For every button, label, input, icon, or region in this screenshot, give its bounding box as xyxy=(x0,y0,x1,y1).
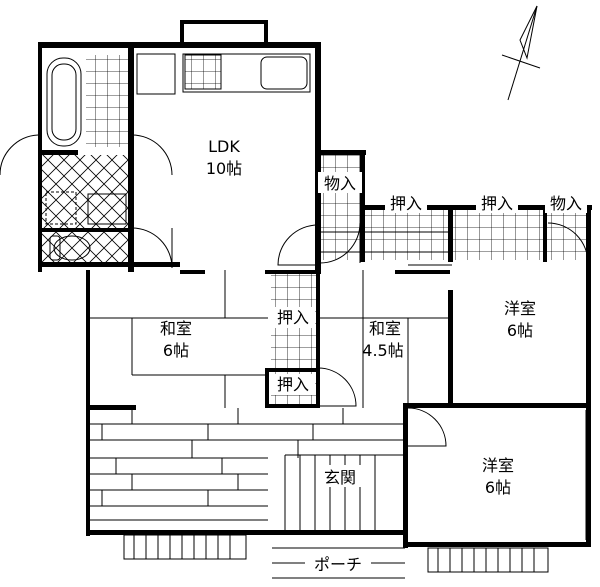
closet-ldk-label: 物入 xyxy=(324,174,356,193)
hall-floorboards xyxy=(89,408,405,533)
closet-right-label: 物入 xyxy=(550,194,582,213)
washitsu-6-size: 6帖 xyxy=(163,341,189,360)
bath-floor-tiles xyxy=(86,55,128,147)
stove-icon xyxy=(184,54,222,90)
washitsu-45-size: 4.5帖 xyxy=(362,341,403,360)
tatami-lines xyxy=(89,231,452,408)
ldk-label: LDK xyxy=(208,137,240,156)
oshiire-1-label: 押入 xyxy=(390,194,422,213)
walls xyxy=(38,20,592,548)
washitsu-45-label: 和室 xyxy=(369,319,401,338)
sink-icon xyxy=(260,56,308,90)
washbasin-icon xyxy=(87,193,127,225)
porch-label: ポーチ xyxy=(314,555,362,574)
room-labels: LDK 10帖 物入 押入 押入 物入 和室 6帖 押入 押入 和室 4.5帖 … xyxy=(160,137,587,574)
bathtub-icon xyxy=(46,57,82,147)
washer-space xyxy=(45,191,77,225)
ldk-size: 10帖 xyxy=(206,159,242,178)
oshiire-4-label: 押入 xyxy=(277,375,309,394)
oshiire-3-label: 押入 xyxy=(277,308,309,327)
youshitsu-lower-label: 洋室 xyxy=(482,456,514,475)
genkan-label: 玄関 xyxy=(324,468,356,487)
toilet-icon xyxy=(53,235,91,261)
fridge-space xyxy=(136,53,176,95)
youshitsu-upper-label: 洋室 xyxy=(504,299,536,318)
youshitsu-lower-size: 6帖 xyxy=(485,478,511,497)
washroom-tiles xyxy=(42,155,130,267)
oshiire-2-label: 押入 xyxy=(481,194,513,213)
washitsu-6-label: 和室 xyxy=(160,319,192,338)
youshitsu-upper-size: 6帖 xyxy=(507,321,533,340)
compass-north-arrow xyxy=(501,5,541,101)
